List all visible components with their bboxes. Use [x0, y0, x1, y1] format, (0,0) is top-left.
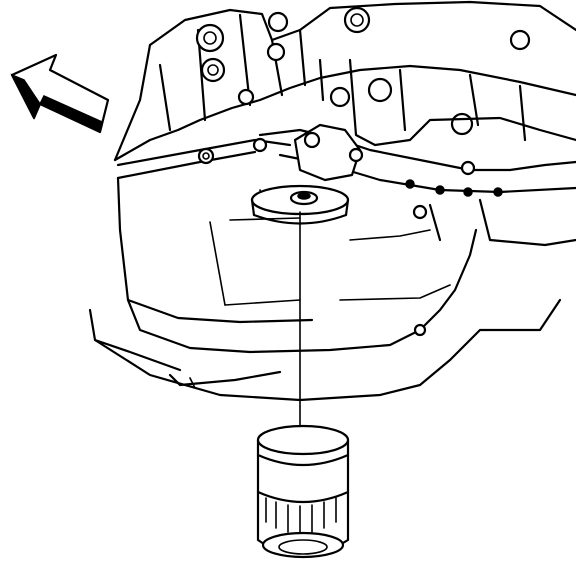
oil-filter-adapter — [250, 123, 364, 431]
oil-filter — [256, 424, 350, 559]
oil-pan — [88, 137, 562, 402]
engine-block — [113, 0, 576, 247]
front-direction-arrow — [10, 53, 110, 134]
